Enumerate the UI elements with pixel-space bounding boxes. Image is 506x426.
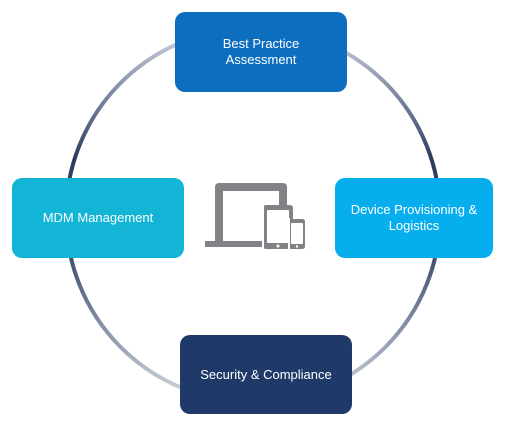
node-label: MDM Management — [42, 210, 154, 225]
node-label: Device Provisioning & Logistics — [350, 202, 478, 233]
node-label: Security & Compliance — [200, 366, 332, 382]
node-mdm-management: MDM Management — [12, 178, 184, 258]
node-device-provisioning-logistics: Device Provisioning & Logistics — [335, 178, 493, 258]
node-security-compliance: Security & Compliance — [180, 335, 352, 414]
node-label: Best Practice Assessment — [222, 36, 300, 67]
node-best-practice-assessment: Best Practice Assessment — [175, 12, 347, 92]
laptop-tablet-phone-icon — [205, 183, 305, 250]
